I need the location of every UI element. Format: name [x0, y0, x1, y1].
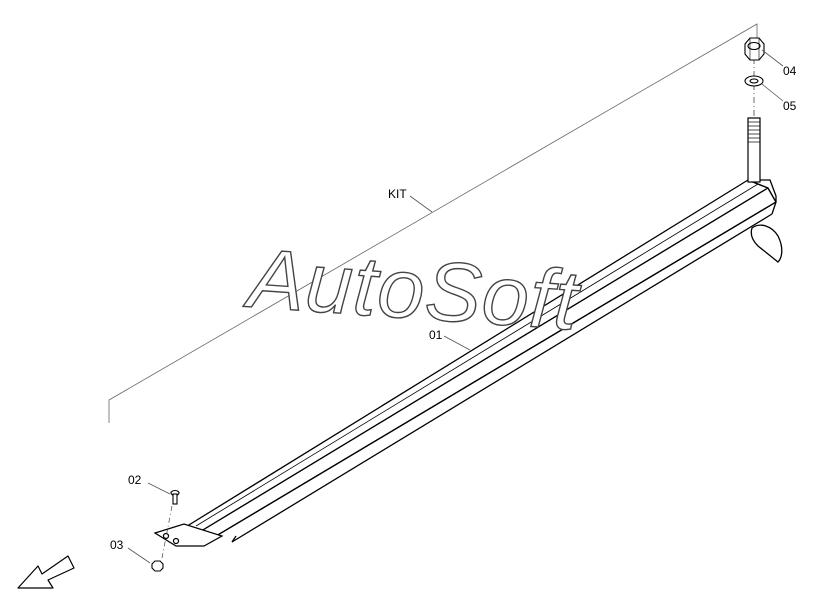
bolt-axis: [161, 505, 173, 559]
rail-part-01: [183, 179, 777, 543]
callout-01: 01: [429, 328, 443, 342]
leader-lines: [127, 49, 784, 564]
callout-05: 05: [783, 99, 797, 113]
bolt-part-02: [170, 489, 180, 505]
nut-part-03: [151, 560, 164, 572]
kit-label: KIT: [388, 187, 407, 201]
end-plate: [153, 523, 224, 547]
nut-part-04: [744, 37, 765, 61]
callout-04: 04: [783, 64, 797, 78]
watermark-text: AutoSoft: [241, 230, 585, 347]
callout-02: 02: [128, 473, 142, 487]
washer-part-05: [744, 75, 764, 87]
direction-arrow-icon: [17, 555, 75, 589]
threaded-stud: [747, 117, 761, 183]
kit-bracket: [108, 23, 758, 423]
callout-03: 03: [110, 538, 124, 552]
end-fin: [750, 224, 783, 263]
